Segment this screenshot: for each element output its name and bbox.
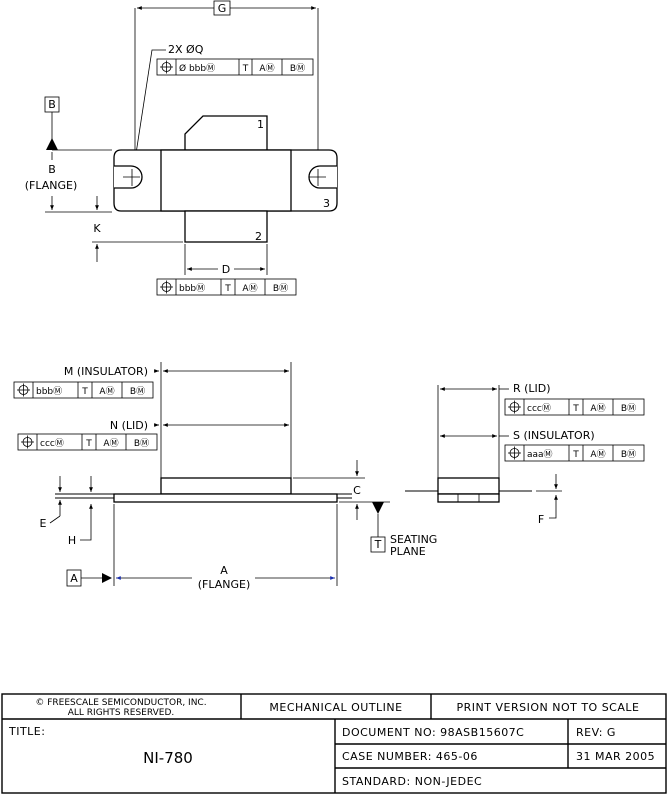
svg-text:AⓂ: AⓂ [590,449,605,460]
pin-2-label: 2 [255,230,262,243]
side-view: M (INSULATOR) bbbⓂ T AⓂ BⓂ N (LID) [13,362,437,591]
svg-text:T: T [85,439,92,449]
svg-text:BⓂ: BⓂ [290,63,305,74]
position-icon [160,60,173,74]
revision-date: 31 MAR 2005 [576,750,655,763]
revision: REV: G [576,726,616,739]
position-icon [160,280,173,294]
svg-text:AⓂ: AⓂ [590,403,605,414]
svg-text:AⓂ: AⓂ [103,438,118,449]
package-lid [160,149,292,212]
case-number: CASE NUMBER: 465-06 [342,750,478,763]
svg-text:BⓂ: BⓂ [130,386,145,397]
lead-2 [184,210,268,243]
position-icon [508,400,521,414]
dim-r-label: R (LID) [513,382,551,395]
dim-h-label: H [68,534,76,547]
svg-text:AⓂ: AⓂ [259,63,274,74]
dim-g-box [213,0,231,16]
end-lid [437,477,500,495]
lead-1 [184,115,268,151]
svg-text:T: T [224,284,231,294]
svg-text:T: T [572,404,579,414]
fcf-m: bbbⓂ T AⓂ BⓂ [13,381,154,399]
dim-g-label: G [218,2,227,15]
dim-a-sub: (FLANGE) [198,578,251,591]
svg-text:BⓂ: BⓂ [621,449,636,460]
datum-t-label: T [374,538,382,551]
dim-m-label: M (INSULATOR) [64,365,148,378]
holes-note: 2X ØQ [168,43,204,56]
position-icon [21,435,34,449]
dim-b-label: B [48,163,56,176]
fcf-r: cccⓂ T AⓂ BⓂ [504,398,645,416]
pin-1-label: 1 [257,118,264,131]
svg-text:aaaⓂ: aaaⓂ [527,449,553,460]
dim-f-label: F [538,513,544,526]
svg-text:AⓂ: AⓂ [242,283,257,294]
dim-b-sub: (FLANGE) [25,179,78,192]
copyright-line-2: ALL RIGHTS RESERVED. [68,708,175,718]
fcf-d: bbbⓂ T AⓂ BⓂ [156,278,297,296]
mechanical-outline-label: MECHANICAL OUTLINE [269,701,402,714]
svg-text:BⓂ: BⓂ [621,403,636,414]
top-view: G 2X ØQ Ø bbbⓂ T AⓂ BⓂ B [25,0,338,296]
svg-text:AⓂ: AⓂ [99,386,114,397]
fcf-n: cccⓂ T AⓂ BⓂ [17,433,158,451]
document-number: DOCUMENT NO: 98ASB15607C [342,726,524,739]
svg-text:T: T [572,450,579,460]
svg-text:bbbⓂ: bbbⓂ [36,386,62,397]
title-block: © FREESCALE SEMICONDUCTOR, INC. ALL RIGH… [1,693,667,794]
dim-n-label: N (LID) [110,419,148,432]
end-flange [437,493,500,503]
svg-text:T: T [242,64,249,74]
fcf-holes: Ø bbbⓂ T AⓂ BⓂ [156,58,314,76]
dim-e-label: E [40,517,47,530]
seating-plane-icon [372,502,384,514]
svg-text:BⓂ: BⓂ [273,283,288,294]
title-label: TITLE: [8,725,45,738]
copyright-line-1: © FREESCALE SEMICONDUCTOR, INC. [35,698,206,708]
title-value: NI-780 [143,749,193,767]
dim-d-label: D [222,263,230,276]
pin-3-label: 3 [323,197,330,210]
end-view: R (LID) cccⓂ T AⓂ BⓂ S (INSULATOR) [405,382,645,526]
svg-text:Ø bbbⓂ: Ø bbbⓂ [179,63,215,74]
datum-b-label: B [48,98,56,111]
svg-text:BⓂ: BⓂ [134,438,149,449]
svg-text:cccⓂ: cccⓂ [527,403,551,414]
dim-c-label: C [353,484,361,497]
dim-k-label: K [93,222,101,235]
datum-t-box [370,536,386,553]
standard: STANDARD: NON-JEDEC [342,775,482,788]
dim-s-label: S (INSULATOR) [513,429,595,442]
print-version-label: PRINT VERSION NOT TO SCALE [457,701,640,714]
position-icon [508,446,521,460]
position-icon [17,383,30,397]
svg-text:cccⓂ: cccⓂ [40,438,64,449]
side-flange [113,493,338,503]
seating-label-1: SEATING [390,533,437,546]
datum-a-label: A [70,572,78,585]
svg-text:T: T [81,387,88,397]
seating-label-2: PLANE [390,545,426,558]
svg-text:bbbⓂ: bbbⓂ [179,283,205,294]
dim-a-label: A [220,564,228,577]
fcf-s: aaaⓂ T AⓂ BⓂ [504,444,645,462]
side-lid [160,477,292,495]
